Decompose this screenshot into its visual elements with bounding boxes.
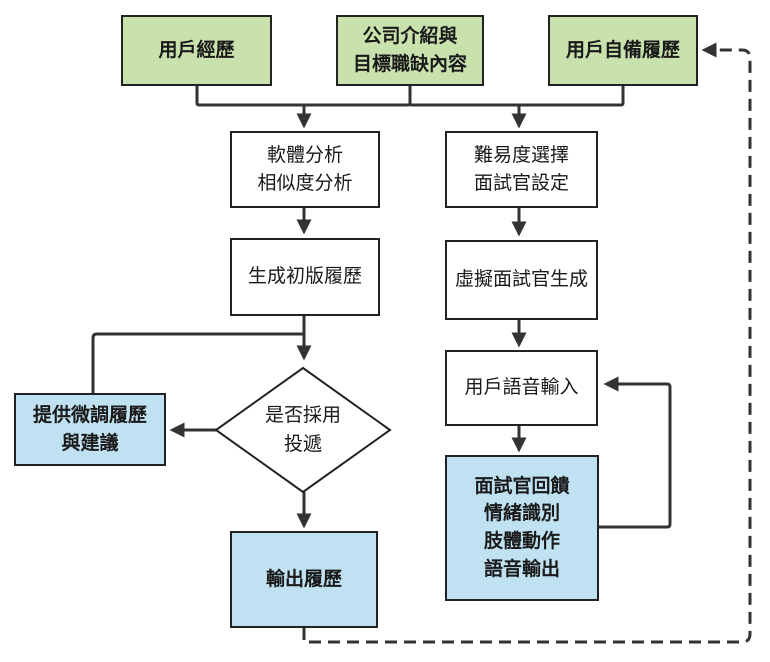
node-difficulty-select: 難易度選擇 面試官設定 <box>445 131 598 208</box>
node-software-analysis-line1: 軟體分析 <box>266 143 343 166</box>
node-interviewer-feedback-line1: 面試官回饋 <box>474 474 570 497</box>
loop-tuning-to-decision <box>91 332 304 393</box>
node-voice-input: 用戶語音輸入 <box>445 350 598 426</box>
node-tuning-suggestion-line2: 與建議 <box>61 431 119 454</box>
node-output-resume: 輸出履歷 <box>230 531 378 628</box>
node-tuning-suggestion: 提供微調履歷 與建議 <box>14 393 166 466</box>
node-user-resume: 用戶自備履歷 <box>548 15 698 86</box>
node-user-experience-label: 用戶經歷 <box>158 38 235 61</box>
node-difficulty-select-line2: 面試官設定 <box>473 171 569 194</box>
merge-line-right <box>408 86 625 107</box>
node-software-analysis-line2: 相似度分析 <box>257 171 353 194</box>
dashed-loop-output-to-user-resume <box>302 42 752 644</box>
decision-diamond <box>214 366 392 494</box>
node-interviewer-feedback-line3: 肢體動作 <box>483 530 560 552</box>
node-company-intro-line2: 目標職缺內容 <box>352 52 467 75</box>
node-user-resume-label: 用戶自備履歷 <box>565 38 680 61</box>
node-adopt-decision-line1: 是否採用 <box>264 403 341 426</box>
loop-feedback-to-voice <box>599 376 672 529</box>
node-adopt-decision-line2: 投遞 <box>283 433 322 455</box>
node-generate-resume-label: 生成初版履歷 <box>247 265 362 288</box>
node-company-intro-line1: 公司介紹與 <box>362 24 458 47</box>
node-tuning-suggestion-line1: 提供微調履歷 <box>32 403 147 426</box>
node-output-resume-label: 輸出履歷 <box>265 567 342 590</box>
node-virtual-interviewer: 虛擬面試官生成 <box>445 240 598 320</box>
node-interviewer-feedback-line2: 情緒識別 <box>483 502 560 525</box>
node-software-analysis: 軟體分析 相似度分析 <box>230 131 380 208</box>
node-company-intro: 公司介紹與 目標職缺內容 <box>336 15 484 86</box>
node-voice-input-label: 用戶語音輸入 <box>464 376 579 399</box>
node-interviewer-feedback-line4: 語音輸出 <box>483 557 560 580</box>
node-interviewer-feedback: 面試官回饋 情緒識別 肢體動作 語音輸出 <box>445 455 599 601</box>
node-user-experience: 用戶經歷 <box>121 15 272 86</box>
node-virtual-interviewer-label: 虛擬面試官生成 <box>454 268 588 291</box>
merge-line-left <box>195 86 412 107</box>
node-adopt-decision: 是否採用 投遞 <box>216 368 390 492</box>
node-difficulty-select-line1: 難易度選擇 <box>473 143 569 166</box>
node-generate-resume: 生成初版履歷 <box>230 238 380 316</box>
